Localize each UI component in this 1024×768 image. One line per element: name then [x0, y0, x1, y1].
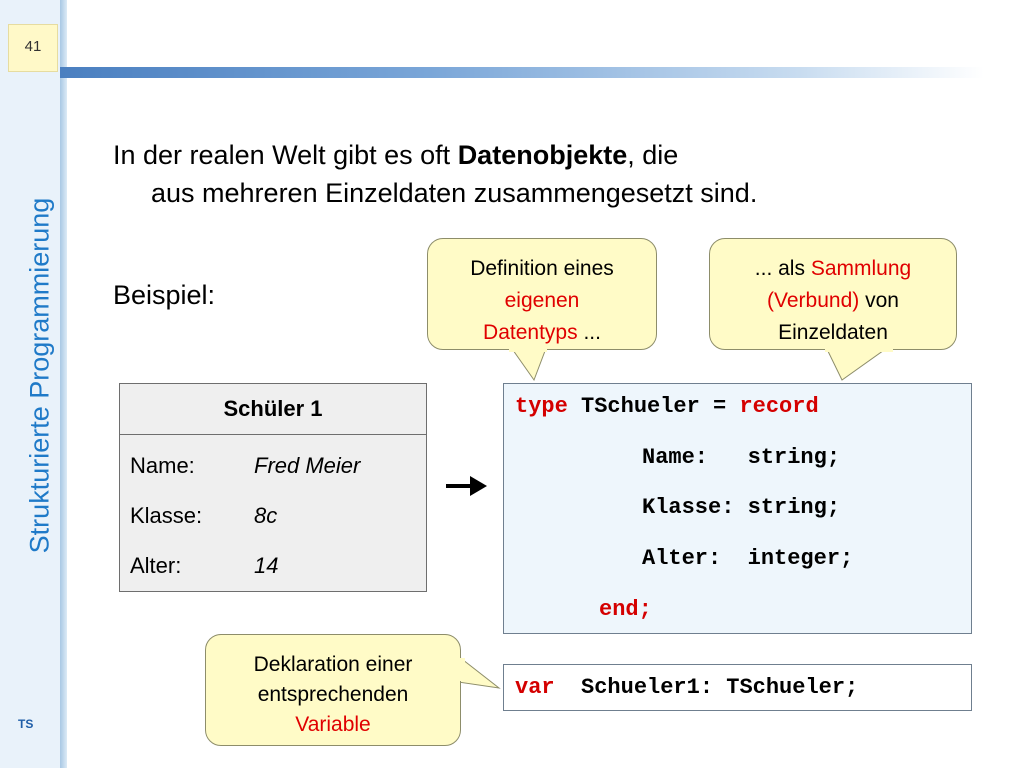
student-label-klasse: Klasse:	[130, 503, 203, 528]
student-row-name: Name: Fred Meier	[120, 435, 427, 492]
callout-sammlung: ... als Sammlung (Verbund) von Einzeldat…	[709, 238, 957, 350]
left-sidebar	[0, 0, 60, 768]
student-table-header: Schüler 1	[119, 383, 427, 435]
keyword-var: var	[515, 675, 555, 700]
var-declaration-rest: Schueler1: TSchueler;	[554, 675, 859, 700]
callout-sammlung-line-3: Einzeldaten	[778, 321, 888, 344]
code-field-klasse: Klasse: string;	[642, 495, 841, 520]
callout-sammlung-verbund: (Verbund)	[767, 289, 860, 312]
student-row-alter: Alter: 14	[120, 541, 427, 592]
right-arrow-icon	[446, 476, 487, 496]
type-definition-code: type TSchueler = record Name: string; Kl…	[503, 383, 972, 634]
callout-definition-line-2: eigenen	[504, 289, 580, 312]
student-value-klasse: 8c	[254, 503, 278, 528]
code-field-alter: Alter: integer;	[642, 546, 854, 571]
footer-label: TS	[18, 717, 34, 731]
page-number: 41	[24, 38, 42, 55]
callout-sammlung-von: von	[859, 289, 899, 312]
variable-declaration-code: var Schueler1: TSchueler;	[503, 664, 972, 711]
bubble-sammlung-seam	[825, 348, 893, 352]
page-number-box	[8, 24, 58, 72]
intro-line-2: aus mehreren Einzeldaten zusammengesetzt…	[151, 178, 758, 208]
keyword-type: type	[515, 394, 568, 419]
callout-deklaration-line-3: Variable	[295, 713, 371, 736]
student-record-table: Schüler 1 Name: Fred Meier Klasse: 8c Al…	[119, 383, 427, 592]
code-line-type: type TSchueler = record	[515, 394, 819, 419]
callout-sammlung-keyword: Sammlung	[810, 257, 912, 280]
callout-sammlung-line-2: (Verbund) von	[710, 285, 956, 317]
bubble-definition-seam	[509, 348, 547, 352]
intro-keyword-datenobjekte: Datenobjekte	[457, 140, 628, 170]
intro-line-1: In der realen Welt gibt es oft Datenobje…	[113, 136, 757, 174]
keyword-record: record	[739, 394, 819, 419]
header-gradient-bar	[60, 67, 984, 78]
student-label-name: Name:	[130, 453, 195, 478]
callout-deklaration: Deklaration einer entsprechenden Variabl…	[205, 634, 461, 746]
callout-definition: Definition eines eigenen Datentyps ...	[427, 238, 657, 350]
student-row-klasse: Klasse: 8c	[120, 491, 427, 541]
vertical-slide-title: Strukturierte Programmierung	[24, 197, 55, 554]
callout-definition-line-1: Definition eines	[470, 257, 614, 280]
callout-deklaration-line-2: entsprechenden	[257, 683, 409, 706]
callout-definition-datentyps: Datentyps	[483, 321, 578, 344]
callout-sammlung-prefix: ... als	[754, 257, 811, 280]
student-label-alter: Alter:	[130, 553, 182, 578]
code-type-declaration: TSchueler =	[567, 394, 740, 419]
intro-text: In der realen Welt gibt es oft Datenobje…	[113, 136, 757, 212]
student-value-alter: 14	[254, 553, 279, 578]
bubble-deklaration-seam	[457, 658, 465, 681]
student-value-name: Fred Meier	[254, 453, 361, 478]
keyword-end: end;	[599, 597, 652, 622]
example-label: Beispiel:	[113, 280, 216, 310]
callout-definition-ellipsis: ...	[577, 321, 601, 344]
intro-line-1-end: , die	[627, 140, 679, 170]
callout-deklaration-line-1: Deklaration einer	[253, 653, 413, 676]
sidebar-border	[60, 0, 67, 768]
code-field-name: Name: string;	[642, 445, 841, 470]
callout-definition-line-3: Datentyps ...	[428, 317, 656, 349]
callout-sammlung-line-1: ... als Sammlung	[710, 253, 956, 285]
intro-line-1-start: In der realen Welt gibt es oft	[113, 140, 458, 170]
